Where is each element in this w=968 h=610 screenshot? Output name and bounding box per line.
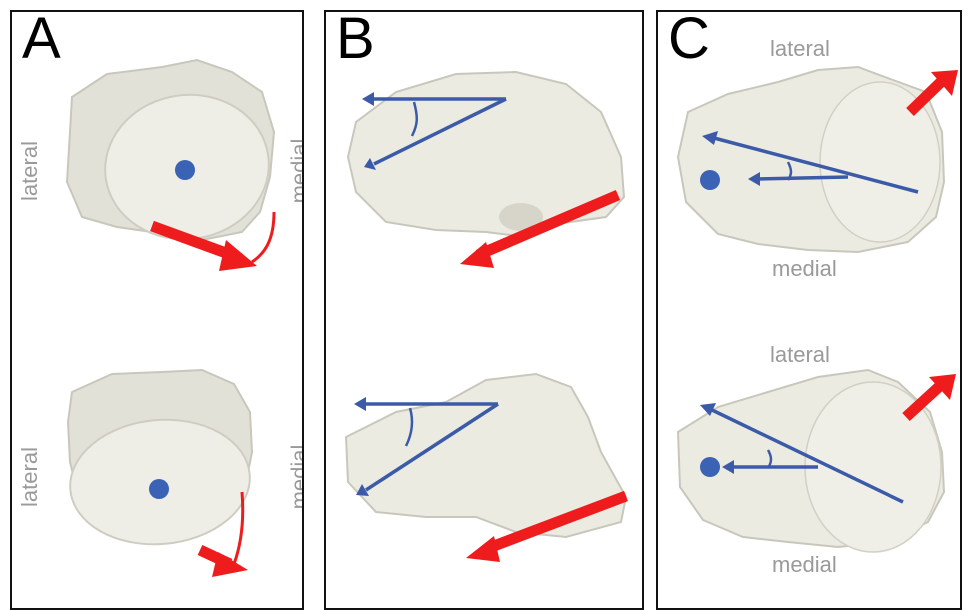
panel-a: A lateral medial lateral medial — [10, 10, 304, 610]
bone-top-c — [678, 67, 944, 252]
rotation-arc-top — [252, 212, 274, 262]
panel-a-figure — [12, 12, 304, 610]
bone-top-a — [67, 60, 278, 250]
panel-b-figure — [326, 12, 644, 610]
force-arrow-bottom-a — [200, 550, 248, 577]
rotation-axis-dot-bottom — [149, 479, 169, 499]
panel-b: B — [324, 10, 644, 610]
rotation-axis-dot-top-c — [700, 170, 720, 190]
rotation-axis-dot-bottom-c — [700, 457, 720, 477]
panel-c: C lateral medial lateral medial — [656, 10, 962, 610]
panel-c-figure — [658, 12, 962, 610]
bone-bottom-a — [65, 370, 255, 552]
rotation-axis-dot-top — [175, 160, 195, 180]
